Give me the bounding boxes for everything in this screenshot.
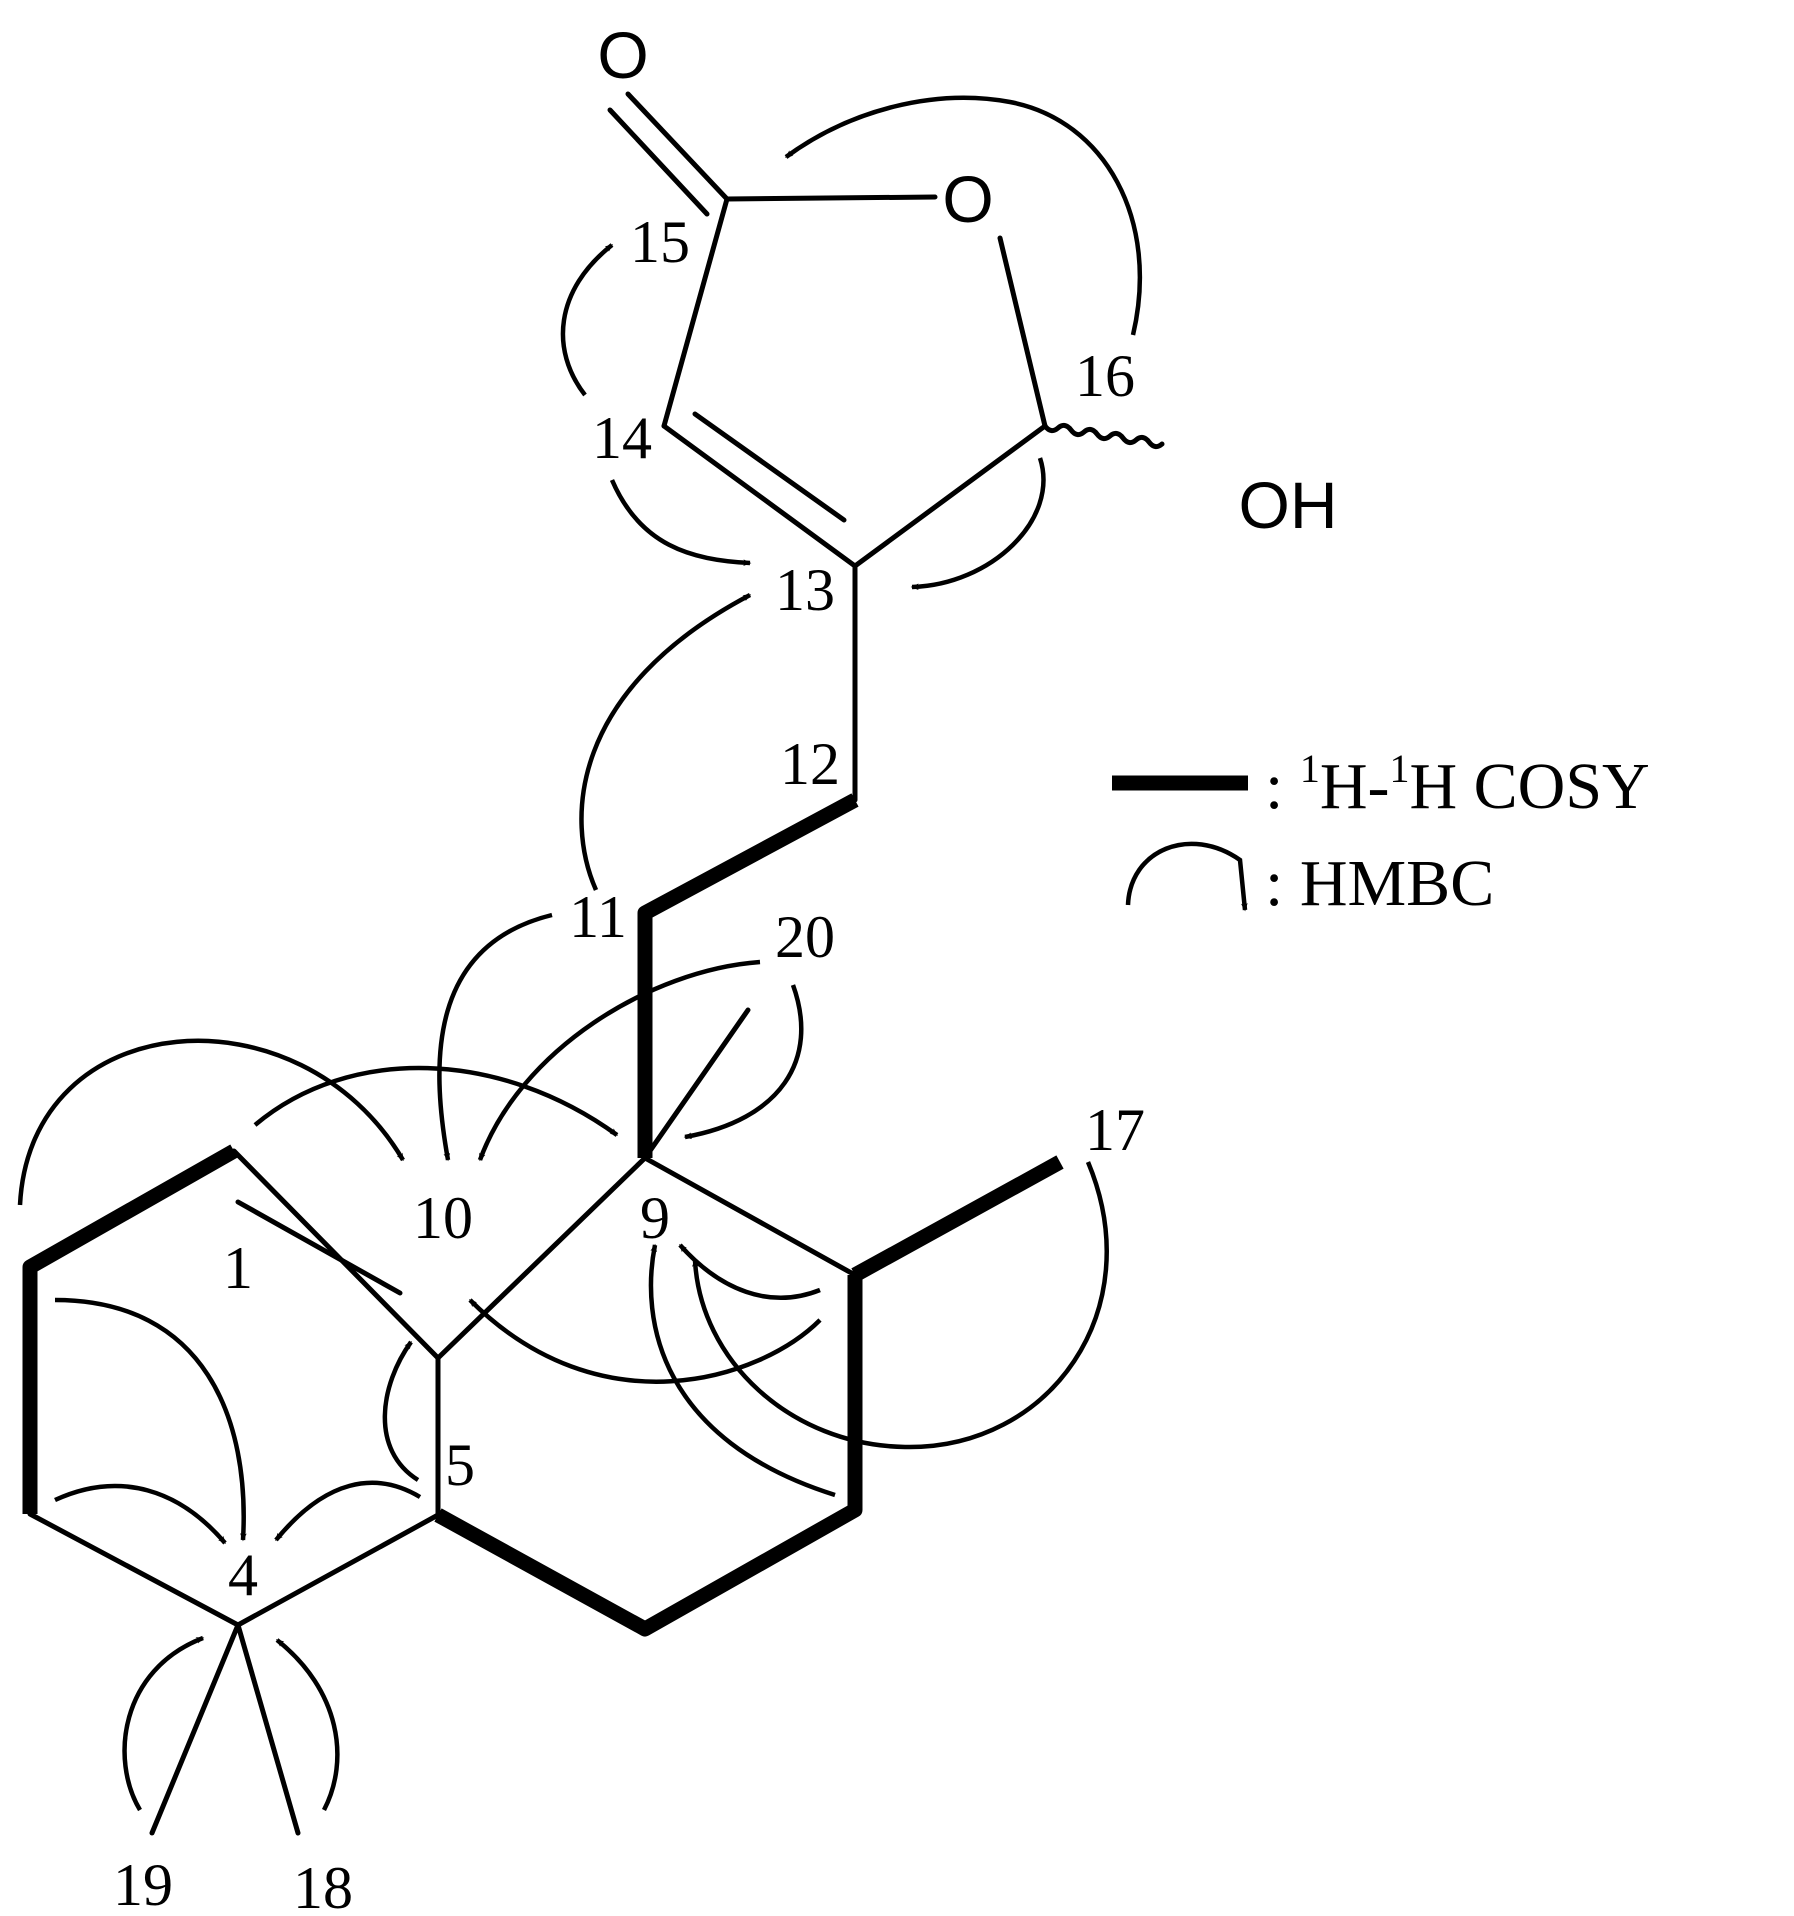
hmbc-arrow-h1-c9 [253,1065,619,1137]
position-label-11: 11 [569,884,627,950]
hmbc-arrow-h5-c4 [274,1480,422,1542]
legend-cosy-separator: : [1265,750,1300,823]
bond-c15-carbonyl [625,91,730,202]
hmbc-arrow-h20-c9 [683,984,804,1140]
hmbc-arrow-h1-c10 [17,1038,405,1206]
cosy-bonds [22,775,1248,1637]
hmbc-arrow-h17-c9 [692,1161,1109,1450]
legend-cosy-label: : 1H-1H COSY [1265,746,1650,823]
hmbc-arrow-h20-c10 [477,959,761,1162]
cosy-c1-c2-c3 [22,1144,238,1514]
hmbc-arrows [17,95,1248,1812]
bond-c4-c19 [149,1622,241,1836]
cosy-c5-c6-c7 [434,1275,863,1637]
position-label-5: 5 [445,1432,475,1498]
hydroxyl-group: OH [1239,468,1338,542]
hmbc-arrow-h11-c10 [437,912,553,1162]
position-label-19: 19 [113,1852,173,1916]
legend-cosy-h-1: H- [1320,750,1390,823]
position-label-16: 16 [1075,343,1135,409]
position-label-10: 10 [413,1185,473,1251]
legend-cosy-h-2: H COSY [1410,750,1650,823]
atom-symbols: O O OH [597,18,1337,542]
position-label-18: 18 [293,1855,353,1916]
position-label-12: 12 [780,731,840,797]
position-label-20: 20 [775,904,835,970]
bond-c13-c14 [661,423,858,569]
hmbc-arrow-h3-c4 [54,1483,227,1545]
hmbc-arrow-h14-c15 [560,243,614,397]
position-label-4: 4 [228,1542,258,1608]
bond-c9-c20 [642,1007,751,1161]
bond-c15-o [724,194,938,202]
hmbc-arrow-h16-c13 [910,457,1046,591]
hmbc-arrow-h6-c9 [648,1243,836,1498]
legend-cosy-sup-1: 1 [1300,746,1320,791]
bond-c3-c4 [27,1511,241,1628]
bond-c16-c13 [852,423,1048,569]
hmbc-arrow-h14-c13 [609,479,752,566]
bond-c16-oh-wavy [1042,422,1165,450]
legend-hmbc-arrow [1125,841,1248,912]
bond-o-c16 [997,235,1048,429]
bond-c14-c15 [661,196,730,429]
bond-c13-c14-inner [692,411,847,523]
legend: : 1H-1H COSY : HMBC [1265,746,1650,920]
position-label-17: 17 [1085,1097,1145,1163]
skeleton-bonds [27,91,1165,1836]
bond-c15-carbonyl-2 [607,107,710,217]
hmbc-arrow-h18-c4 [275,1638,340,1812]
position-label-15: 15 [630,209,690,275]
hmbc-arrow-h11-c13 [579,593,752,891]
bond-c1-c10-inner [235,1199,403,1296]
position-label-14: 14 [592,405,652,471]
bond-c4-c18 [235,1622,301,1836]
carbonyl-oxygen: O [597,18,648,92]
hmbc-arrow-h7-c10 [468,1298,822,1384]
hmbc-arrow-h16-c15 [784,95,1143,336]
ring-oxygen: O [942,162,993,236]
hmbc-arrow-h2-c4 [54,1297,247,1542]
bond-c9-c8 [642,1155,858,1278]
hmbc-arrow-h5-c10 [382,1340,420,1482]
cosy-c9-c11-c12 [637,793,859,1158]
legend-cosy-sup-2: 1 [1390,746,1410,791]
hmbc-arrow-h19-c4 [122,1635,205,1812]
legend-hmbc-label: : HMBC [1265,847,1494,920]
position-label-9: 9 [640,1185,670,1251]
position-label-13: 13 [775,557,835,623]
bond-c5-c4 [235,1512,441,1628]
position-label-1: 1 [223,1235,253,1301]
cosy-c8-c17 [851,1155,1064,1282]
bond-c10-c9 [435,1155,648,1361]
